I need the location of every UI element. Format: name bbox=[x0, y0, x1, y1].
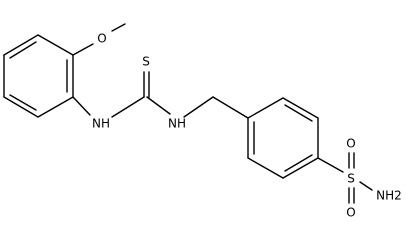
atom-o-sulfonyl-top: O bbox=[346, 137, 355, 151]
bond-ring-b-2 bbox=[282, 97, 319, 119]
bond-ch2-ring bbox=[212, 96, 249, 119]
bond-ring-b-inner-1 bbox=[284, 104, 313, 122]
bond-ring-a-3 bbox=[3, 96, 39, 118]
atom-s-thio: S bbox=[142, 55, 150, 69]
bond-s-nh2 bbox=[359, 181, 373, 191]
atom-nh-left: NH bbox=[92, 117, 110, 131]
atom-nh-right: NH bbox=[168, 117, 186, 131]
atom-nh2: NH2 bbox=[376, 189, 402, 203]
atom-o-methoxy: O bbox=[97, 32, 106, 46]
bond-ring-s bbox=[317, 157, 344, 173]
bond-ring-a-5 bbox=[3, 34, 39, 56]
bond-ring-a-inner-2 bbox=[9, 94, 37, 111]
bond-ring-b-5 bbox=[247, 157, 284, 179]
bond-c-nh2 bbox=[146, 96, 171, 115]
bond-ring-nh bbox=[72, 96, 91, 116]
bond-ring-b-1 bbox=[247, 97, 284, 119]
bond-o-ring bbox=[72, 43, 94, 56]
bond-methyl-o bbox=[111, 23, 126, 32]
bond-ring-a-6 bbox=[37, 34, 74, 56]
molecule-canvas: O NH S NH S O O NH2 bbox=[3, 23, 402, 220]
bond-ring-b-4 bbox=[282, 157, 319, 179]
structure-diagram: O NH S NH S O O NH2 bbox=[3, 23, 402, 220]
bond-ring-a-2 bbox=[37, 96, 74, 118]
bond-nh-ch2 bbox=[183, 96, 214, 118]
bond-ring-b-inner-2 bbox=[284, 154, 313, 172]
atom-o-sulfonyl-bottom: O bbox=[346, 206, 355, 220]
bond-nh-c bbox=[111, 96, 145, 118]
bond-ring-a-inner-3 bbox=[9, 41, 37, 59]
atom-s-sulfonyl: S bbox=[347, 172, 355, 186]
